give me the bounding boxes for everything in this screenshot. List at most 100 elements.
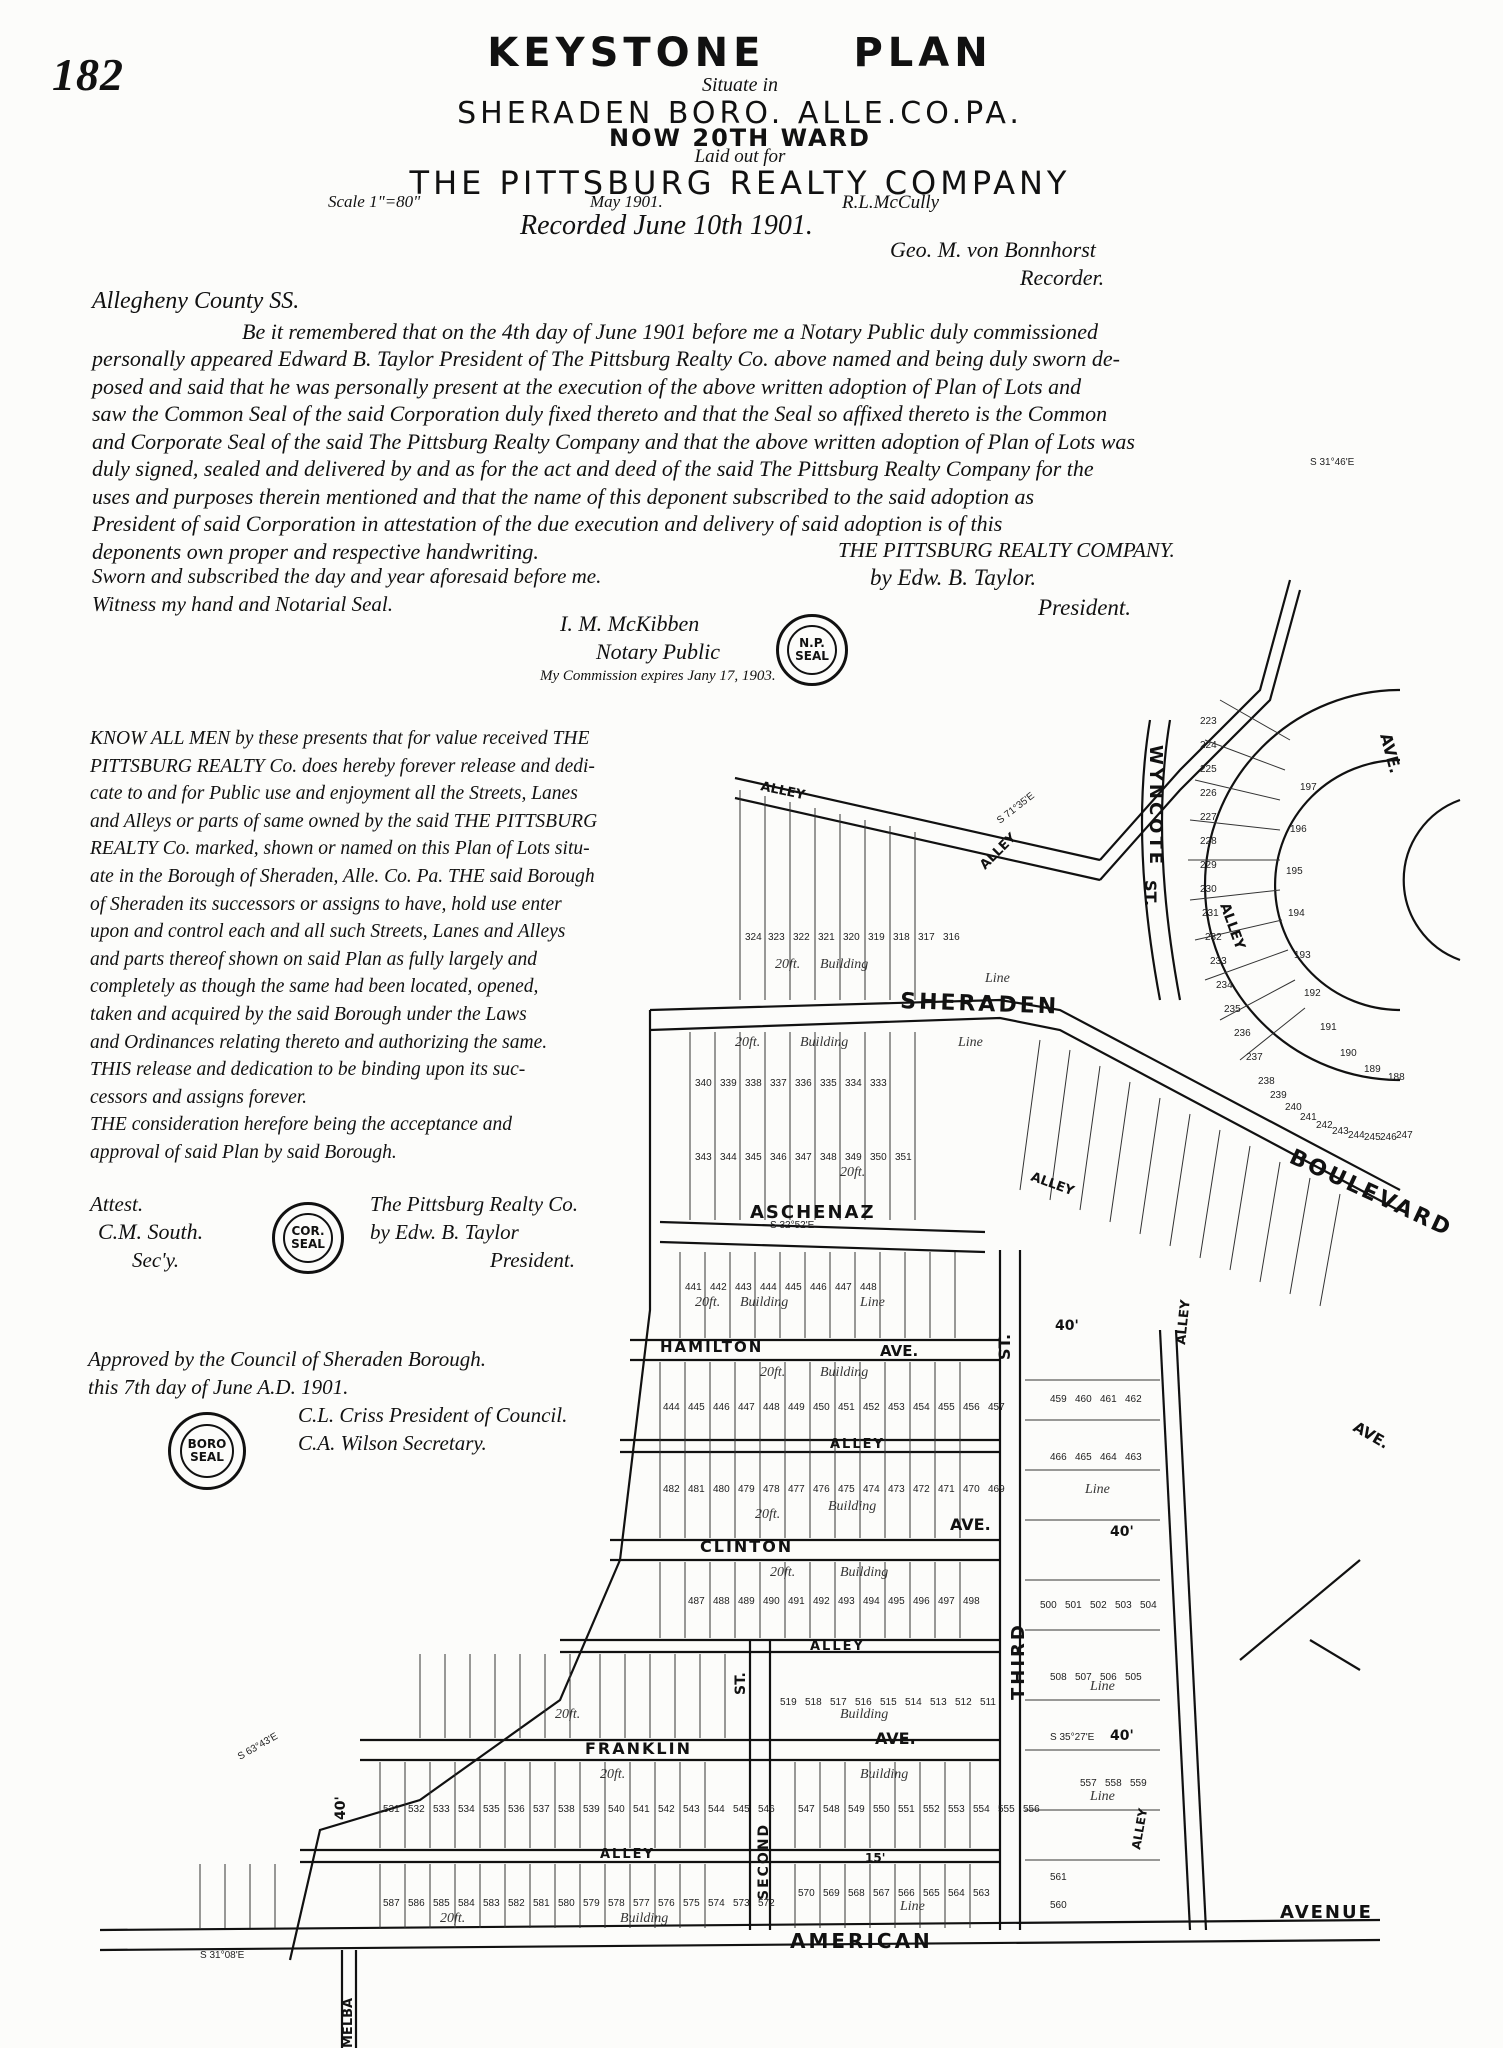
lot-number: 497 <box>938 1596 955 1607</box>
release-line: upon and control each and all such Stree… <box>90 921 566 943</box>
lot-number: 230 <box>1200 884 1217 895</box>
company-line: THE PITTSBURG REALTY COMPANY <box>409 164 1071 202</box>
lot-number: 555 <box>998 1804 1015 1815</box>
alley-2-label: ALLEY <box>810 1639 865 1654</box>
lot-number: 482 <box>663 1484 680 1495</box>
lot-number: 443 <box>735 1282 752 1293</box>
lot-number: 575 <box>683 1898 700 1909</box>
forty-label: 40' <box>1055 1318 1079 1334</box>
lot-number: 558 <box>1105 1778 1122 1789</box>
lot-number: 232 <box>1205 932 1222 943</box>
building-line-text: Building <box>840 1707 888 1722</box>
lot-number: 459 <box>1050 1394 1067 1405</box>
title-keystone: KEYSTONE <box>487 30 766 76</box>
aschenaz-label: ASCHENAZ <box>750 1202 876 1223</box>
lot-number: 543 <box>683 1804 700 1815</box>
title-plan: PLAN <box>853 30 993 76</box>
commission-line: My Commission expires Jany 17, 1903. <box>540 668 776 684</box>
lot-number: 475 <box>838 1484 855 1495</box>
bearing-label: S 71°35'E <box>995 790 1037 826</box>
alley-label: ALLEY <box>830 1437 885 1452</box>
lot-number: 223 <box>1200 716 1217 727</box>
approval-line-2: this 7th day of June A.D. 1901. <box>88 1375 349 1399</box>
lot-number: 320 <box>843 932 860 943</box>
lot-number: 234 <box>1216 980 1233 991</box>
lot-number: 513 <box>930 1697 947 1708</box>
release-line: of Sheraden its successors or assigns to… <box>90 893 562 915</box>
release-president: President. <box>490 1248 575 1272</box>
page-number: 182 <box>52 49 124 100</box>
building-line-text: Building <box>860 1767 908 1782</box>
aschenaz-street-2 <box>659 1240 986 1254</box>
lot-number: 587 <box>383 1898 400 1909</box>
lot-number: 503 <box>1115 1600 1132 1611</box>
affidavit-by: by Edw. B. Taylor. <box>870 565 1037 590</box>
lot-number: 450 <box>813 1402 830 1413</box>
lot-number: 461 <box>1100 1394 1117 1405</box>
lot-number: 445 <box>688 1402 705 1413</box>
lot-number: 345 <box>745 1152 762 1163</box>
lot-number: 225 <box>1200 764 1217 775</box>
crescent-core <box>1402 798 1461 962</box>
alley-top-line <box>734 776 1101 862</box>
lot-number: 243 <box>1332 1126 1349 1137</box>
lot-number: 447 <box>738 1402 755 1413</box>
lot-number: 452 <box>863 1402 880 1413</box>
building-line-text: 20ft. <box>695 1295 720 1310</box>
plan-title: KEYSTONE PLAN <box>300 30 1180 76</box>
lot-number: 476 <box>813 1484 830 1495</box>
lot-number: 322 <box>793 932 810 943</box>
lot-number: 316 <box>943 932 960 943</box>
lot-lines-block-7 <box>379 1762 971 1848</box>
lot-number: 323 <box>768 932 785 943</box>
lot-number: 470 <box>963 1484 980 1495</box>
northeast-boundary-2 <box>1099 589 1302 881</box>
affidavit-president: President. <box>1038 595 1132 620</box>
line-text: Line <box>1084 1482 1110 1497</box>
release-line: REALTY Co. marked, shown or named on thi… <box>90 838 590 860</box>
lot-number: 228 <box>1200 836 1217 847</box>
lot-number: 516 <box>855 1697 872 1708</box>
building-line-text: 20ft. <box>760 1365 785 1380</box>
lot-number: 477 <box>788 1484 805 1495</box>
lot-number: 226 <box>1200 788 1217 799</box>
lot-lines-block-6 <box>419 1654 726 1738</box>
lot-number: 491 <box>788 1596 805 1607</box>
lot-number: 343 <box>695 1152 712 1163</box>
bearing-label: S 32°52'E <box>770 1220 815 1231</box>
bearing-label: S 35°27'E <box>1050 1732 1095 1743</box>
lot-number: 444 <box>760 1282 777 1293</box>
lot-number: 338 <box>745 1078 762 1089</box>
notary-seal: N.P.SEAL <box>776 614 848 686</box>
release-company-signature: The Pittsburg Realty Co. <box>370 1192 579 1216</box>
release-by: by Edw. B. Taylor <box>370 1220 519 1244</box>
lot-number: 498 <box>963 1596 980 1607</box>
line-text: Line <box>899 1899 925 1914</box>
ave-northeast-label: AVE. <box>1376 731 1405 775</box>
lot-number: 442 <box>710 1282 727 1293</box>
lot-lines-block-3 <box>679 1252 956 1338</box>
boulevard-label: BOULEVARD <box>1285 1145 1456 1243</box>
building-line-text: 20ft. <box>775 957 800 972</box>
alley-crescent-label: ALLEY <box>1216 901 1248 953</box>
lot-number: 474 <box>863 1484 880 1495</box>
attest-label: Attest. <box>90 1192 144 1216</box>
lot-number: 462 <box>1125 1394 1142 1405</box>
lot-number: 488 <box>713 1596 730 1607</box>
lot-number: 244 <box>1348 1130 1365 1141</box>
lot-number: 441 <box>685 1282 702 1293</box>
line-text: Line <box>984 971 1010 986</box>
line-text: Line <box>859 1295 885 1310</box>
lot-number: 448 <box>763 1402 780 1413</box>
lot-number: 578 <box>608 1898 625 1909</box>
building-line-text: Building <box>800 1035 848 1050</box>
release-line: and Alleys or parts of same owned by the… <box>90 810 598 832</box>
lot-number: 247 <box>1396 1130 1413 1141</box>
lot-number: 233 <box>1210 956 1227 967</box>
lot-number: 566 <box>898 1888 915 1899</box>
lot-number: 455 <box>938 1402 955 1413</box>
lot-number: 246 <box>1380 1132 1397 1143</box>
lot-number: 447 <box>835 1282 852 1293</box>
alley-east-label: ALLEY <box>1174 1299 1194 1346</box>
notary-title: Notary Public <box>596 639 721 664</box>
